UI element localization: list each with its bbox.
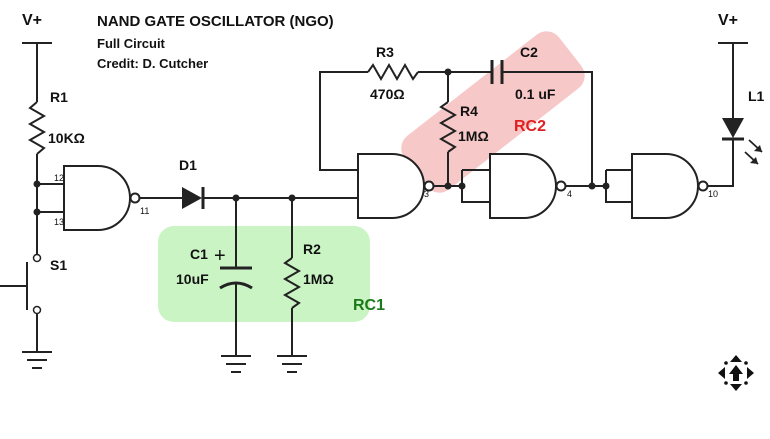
ground-symbol [277, 355, 307, 373]
diagram-title: NAND GATE OSCILLATOR (NGO) [97, 13, 334, 30]
r4-resistor [438, 101, 458, 153]
move-icon[interactable] [718, 355, 754, 391]
c2-value: 0.1 uF [515, 86, 556, 102]
rc2-label: RC2 [514, 118, 546, 135]
rc1-region [158, 226, 370, 322]
ground-symbol [22, 351, 52, 369]
pin-label: 10 [708, 189, 718, 199]
nand-gate-2 [357, 153, 435, 219]
l1-name: L1 [748, 88, 765, 104]
wire-g3-inputs [461, 170, 490, 203]
s1-contact-bottom [32, 305, 42, 315]
r2-value: 1MΩ [303, 271, 334, 287]
r2-resistor [282, 257, 302, 309]
s1-name: S1 [50, 257, 67, 273]
led-light-arrows-icon [744, 139, 763, 165]
junction-dot [602, 182, 610, 190]
c1-name: C1 [190, 246, 208, 262]
r4-name: R4 [460, 103, 478, 119]
pin-label: 3 [424, 189, 429, 199]
r2-name: R2 [303, 241, 321, 257]
nand-gate-1 [63, 165, 141, 231]
ground-symbol [221, 355, 251, 373]
junction-dot [588, 182, 596, 190]
r1-resistor [27, 101, 47, 155]
diagram-credit: Credit: D. Cutcher [97, 56, 208, 71]
supply-label-right: V+ [718, 12, 738, 29]
c1-plate-bottom [219, 281, 253, 290]
nand-gate-4 [631, 153, 709, 219]
r1-value: 10KΩ [48, 130, 85, 146]
diagram-subtitle: Full Circuit [97, 36, 166, 51]
s1-contact-top [32, 253, 42, 263]
pin-label: 11 [140, 206, 149, 216]
nand-gate-3 [489, 153, 567, 219]
rc1-label: RC1 [353, 297, 385, 314]
c2-name: C2 [520, 44, 538, 60]
junction-dot [458, 182, 466, 190]
wire-g4-led [708, 140, 734, 187]
d1-name: D1 [179, 157, 197, 173]
wire-feedback-r3 [319, 71, 368, 171]
l1-led [722, 118, 744, 141]
r3-value: 470Ω [370, 86, 405, 102]
supply-label-left: V+ [22, 12, 42, 29]
r3-name: R3 [376, 44, 394, 60]
r4-value: 1MΩ [458, 128, 489, 144]
c1-polarity-mark: + [214, 245, 226, 267]
wire-c2-node [502, 71, 593, 186]
d1-diode [182, 187, 205, 209]
wire-g4-inputs [605, 170, 632, 203]
c1-value: 10uF [176, 271, 209, 287]
r3-resistor [367, 62, 419, 82]
pin-label: 13 [54, 217, 64, 227]
pin-label: 4 [567, 189, 572, 199]
r1-name: R1 [50, 89, 68, 105]
pin-label: 12 [54, 173, 64, 183]
